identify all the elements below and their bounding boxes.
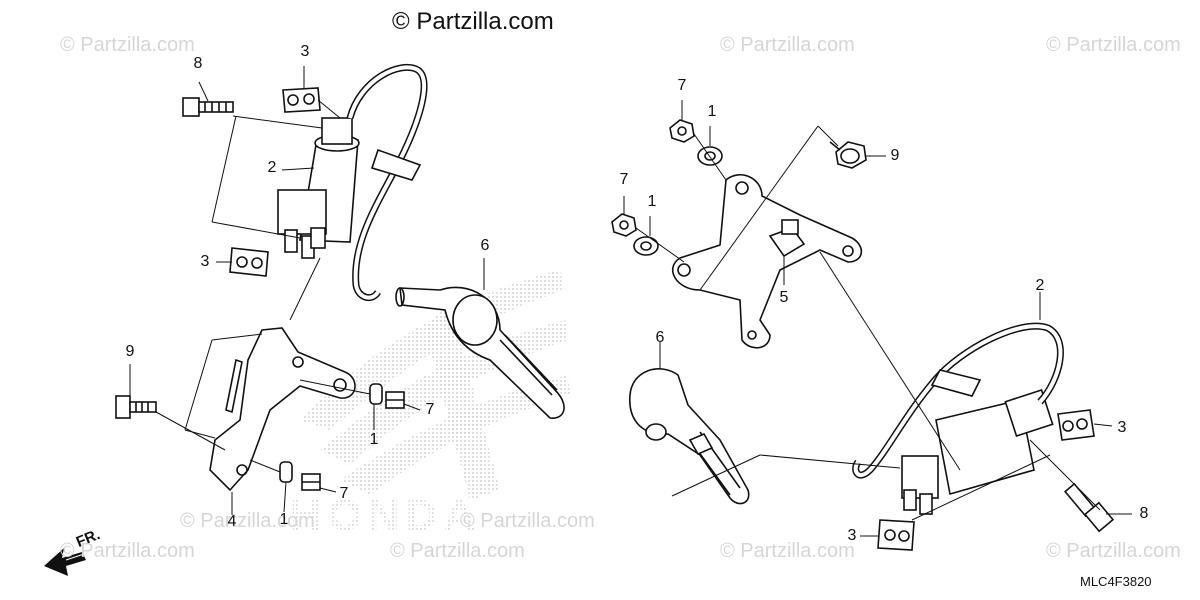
callout-3-right-upper: 3 [1117, 419, 1127, 436]
collar-1-lower-left [279, 461, 293, 483]
diagram-code: MLC4F3820 [1080, 574, 1152, 589]
callout-3-left-top: 3 [300, 43, 310, 60]
ignition-coil-right [901, 389, 1054, 515]
watermark-text: © Partzilla.com [720, 34, 855, 56]
bolt-8-left [182, 97, 234, 117]
clip-3-lower-right [877, 519, 915, 551]
nut-7-upper-right [669, 119, 695, 143]
callout-6-left: 6 [480, 237, 490, 254]
brand-mark-text: HONDA [290, 491, 481, 540]
callout-9-left: 9 [125, 343, 135, 360]
watermark-text: © Partzilla.com [60, 540, 195, 562]
callout-3-right-lower: 3 [847, 527, 857, 544]
callout-7-right-upper: 7 [677, 77, 687, 94]
callout-2-right: 2 [1035, 277, 1045, 294]
bracket-5-right [671, 174, 863, 349]
callout-1-right-upper: 1 [707, 103, 717, 120]
left-assembly [115, 63, 565, 515]
callout-7-right-lower: 7 [619, 171, 629, 188]
bolt-8-right [1063, 482, 1115, 533]
bracket-4-left [209, 327, 356, 492]
nut-7-lower-left [301, 473, 321, 491]
watermark-text: © Partzilla.com [390, 540, 525, 562]
nut-7-upper-left [385, 391, 405, 409]
spark-plug-cap-left [395, 286, 565, 419]
collar-1-upper-left [369, 383, 383, 405]
watermark-main: © Partzilla.com [392, 8, 554, 35]
callout-9-right: 9 [890, 147, 900, 164]
watermark-text: © Partzilla.com [1046, 540, 1181, 562]
clip-3-upper-right [1057, 409, 1095, 441]
honda-wing-logo: HONDA [290, 270, 570, 540]
callout-1-left-upper: 1 [369, 431, 379, 448]
watermark-text: © Partzilla.com [1046, 34, 1181, 56]
callout-1-left-lower: 1 [279, 511, 289, 528]
spark-plug-cap-right [629, 368, 750, 505]
ignition-coil-left [277, 117, 360, 259]
collar-1-upper-right [697, 146, 723, 166]
bolt-9-left [115, 395, 157, 419]
watermark-text: © Partzilla.com [460, 510, 595, 532]
watermark-text: © Partzilla.com [180, 510, 315, 532]
callout-7-left-upper: 7 [425, 401, 435, 418]
collar-1-lower-right [633, 236, 659, 256]
callout-2-left: 2 [267, 159, 277, 176]
front-direction-arrow [44, 548, 86, 576]
watermark-text: © Partzilla.com [720, 540, 855, 562]
callout-8-left: 8 [193, 55, 203, 72]
callout-7-left-lower: 7 [339, 485, 349, 502]
clip-3-lower-left [229, 247, 269, 277]
callout-3-left-lower: 3 [200, 253, 210, 270]
watermark-text: © Partzilla.com [60, 34, 195, 56]
callout-1-right-lower: 1 [647, 193, 657, 210]
nut-7-lower-right [611, 213, 637, 237]
callout-6-right: 6 [655, 329, 665, 346]
clip-3-top-left [282, 87, 321, 113]
right-assembly [611, 100, 1132, 551]
callout-8-right: 8 [1139, 505, 1149, 522]
callout-4-left: 4 [227, 513, 237, 530]
bolt-9-right [829, 141, 867, 169]
callout-5-right: 5 [779, 289, 789, 306]
